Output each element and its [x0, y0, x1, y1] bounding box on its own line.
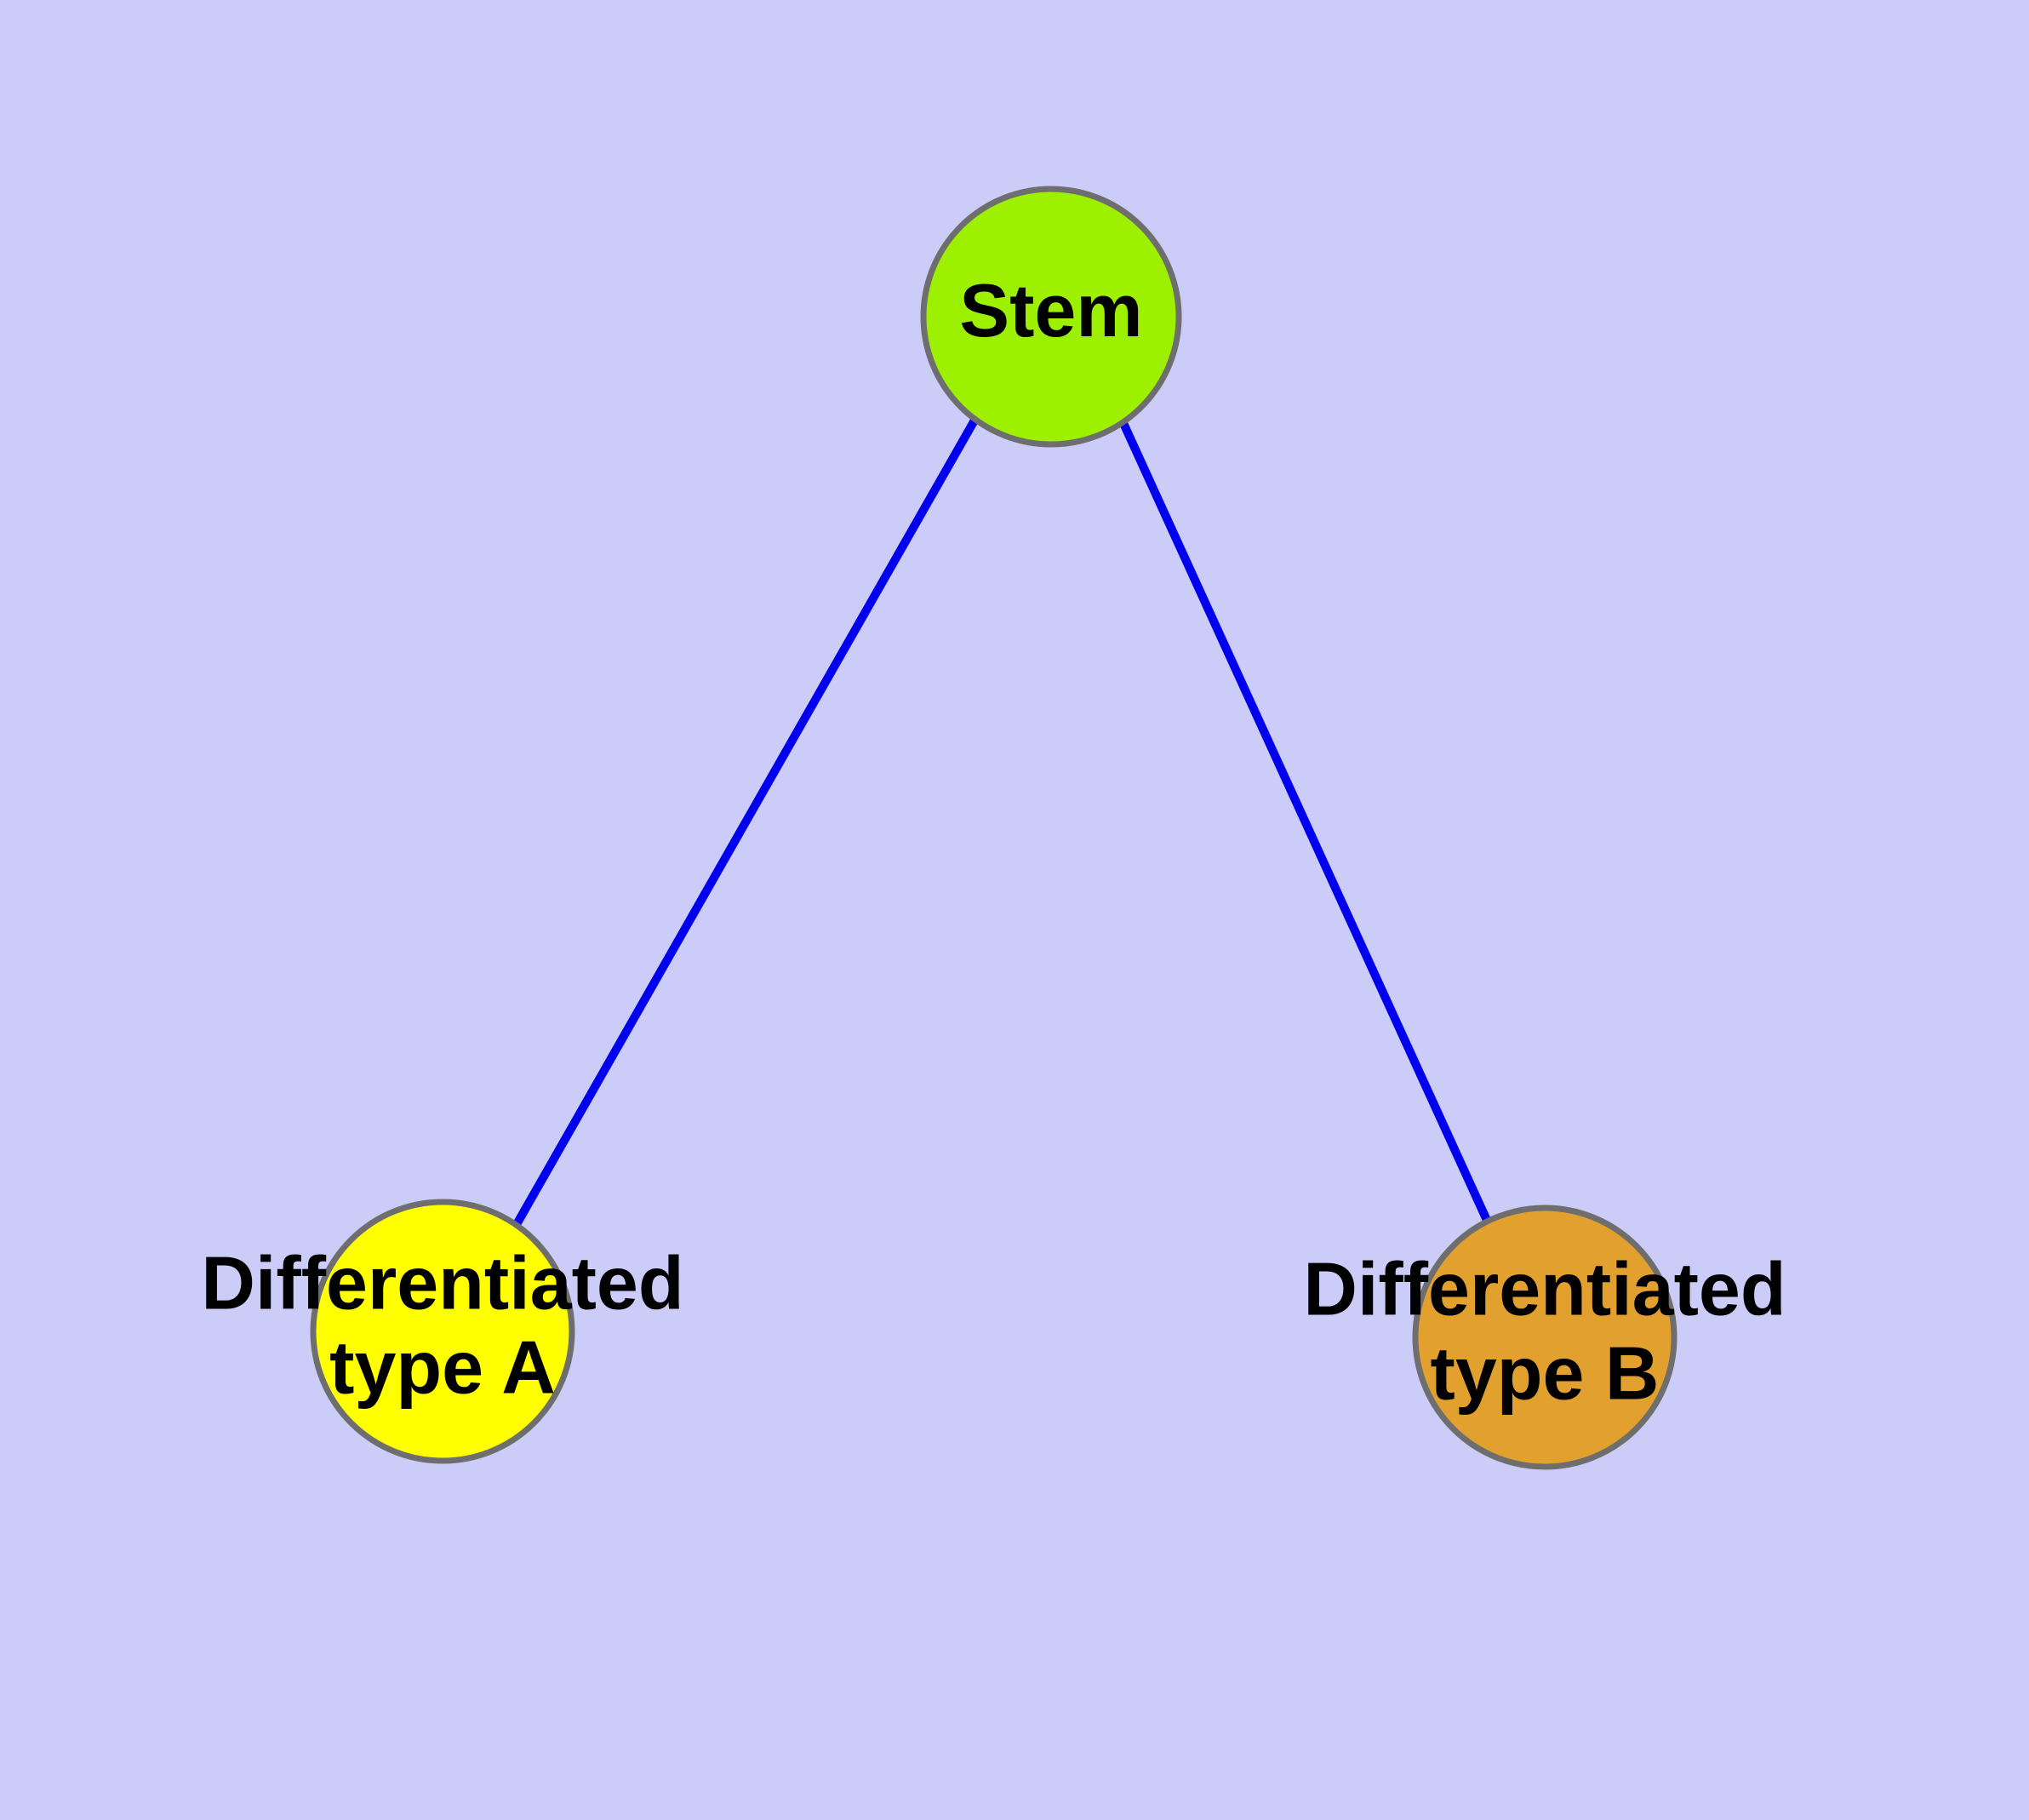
- edge-layer: [512, 416, 1494, 1228]
- node-stem[interactable]: [920, 186, 1182, 448]
- node-layer: [310, 186, 1677, 1470]
- edge-stem-to-differentiated-type-a[interactable]: [512, 416, 980, 1228]
- node-differentiated-type-b-circle[interactable]: [1412, 1205, 1677, 1470]
- node-differentiated-type-b[interactable]: [1412, 1205, 1677, 1470]
- edge-stem-to-differentiated-type-b[interactable]: [1118, 419, 1494, 1228]
- node-stem-circle[interactable]: [920, 186, 1182, 448]
- node-stem-label: Stem: [959, 268, 1142, 352]
- node-differentiated-type-a-circle[interactable]: [310, 1199, 575, 1464]
- node-differentiated-type-a[interactable]: [310, 1199, 575, 1464]
